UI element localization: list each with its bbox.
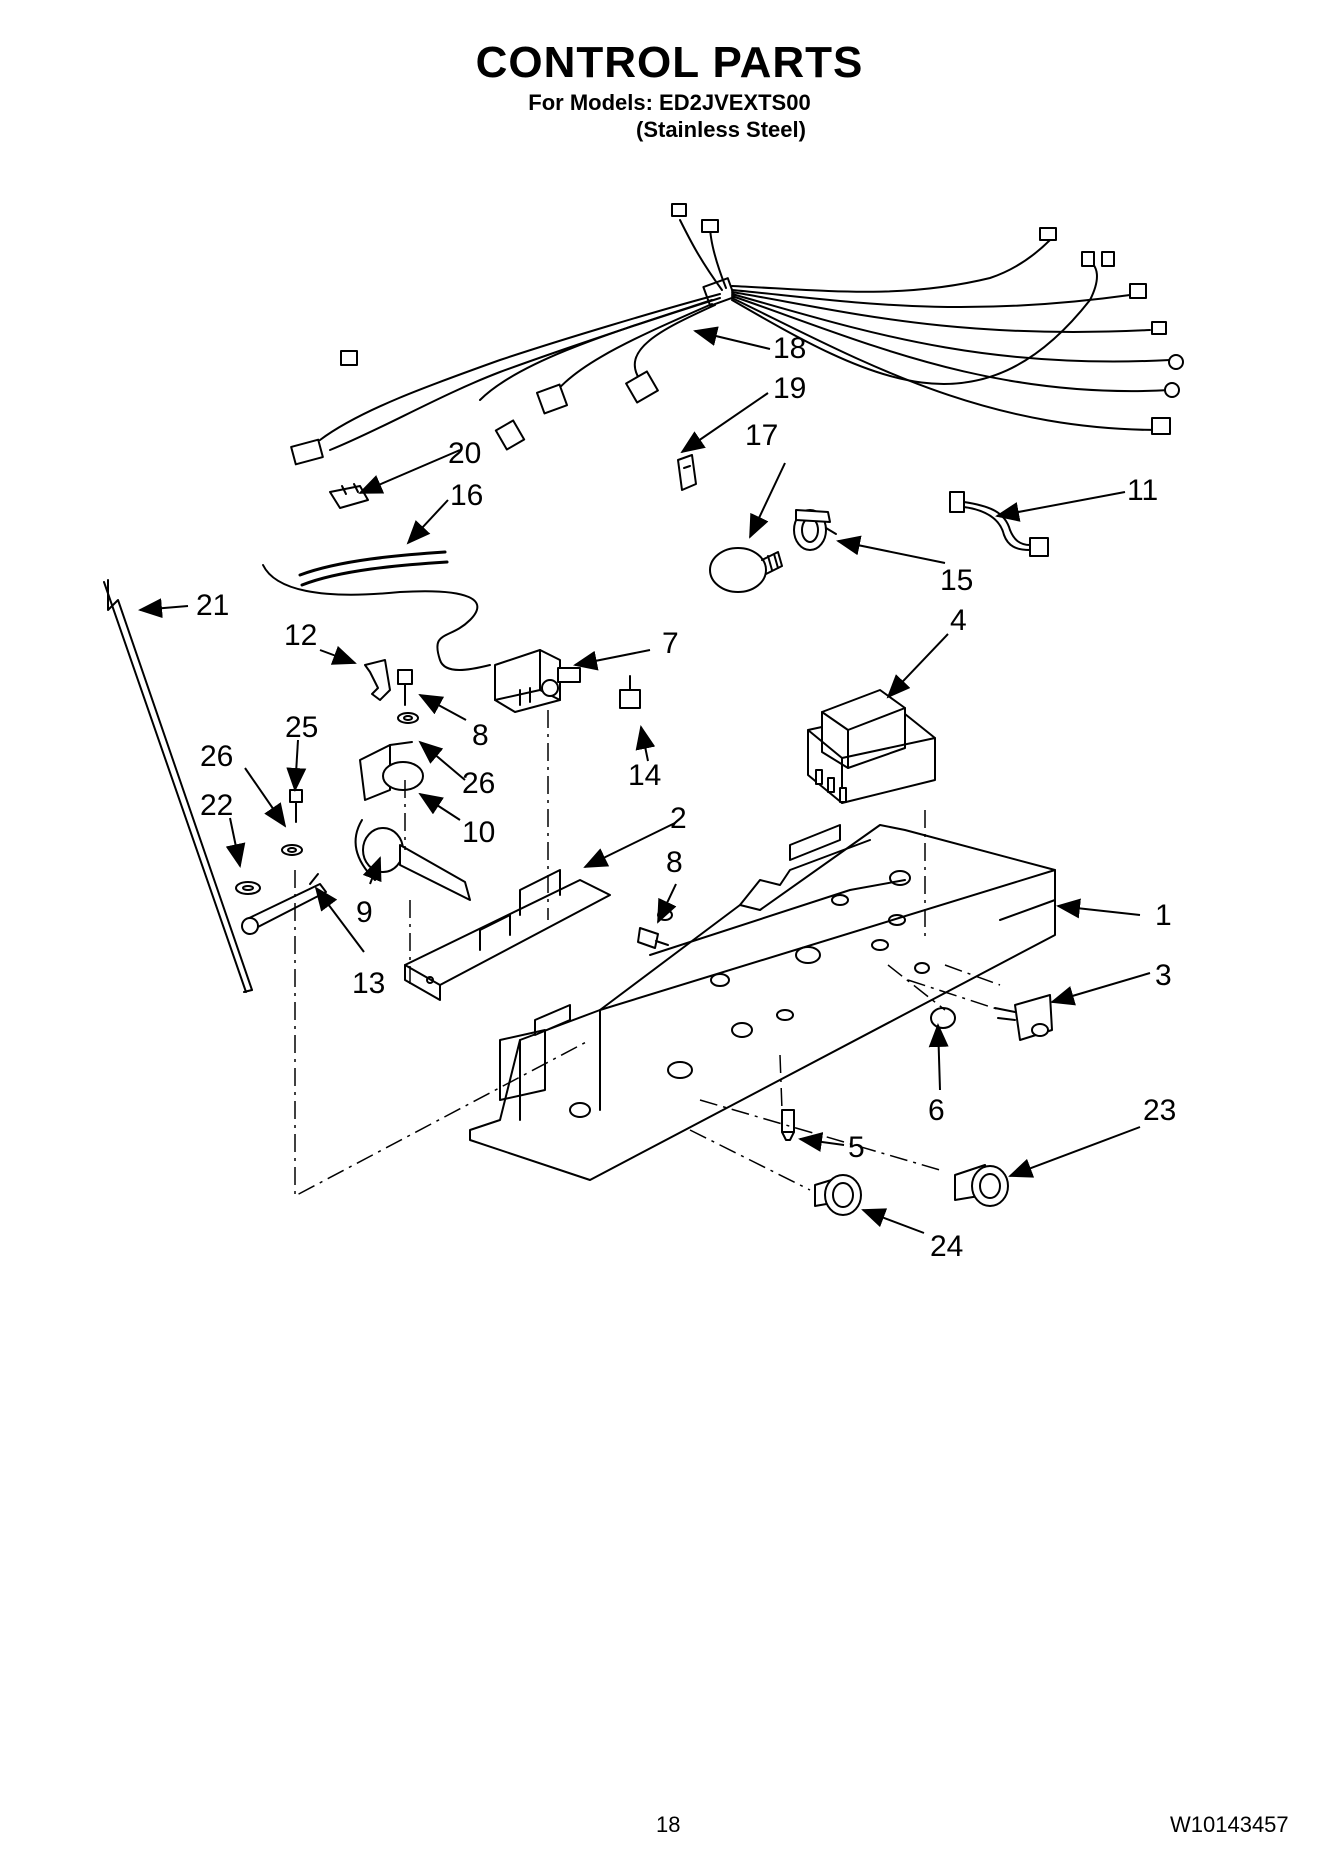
page-number: 18	[656, 1812, 681, 1837]
arm-part-13	[241, 873, 327, 935]
callout-16: 16	[450, 479, 483, 512]
callout-9: 9	[356, 896, 373, 929]
callout-2: 2	[670, 802, 687, 835]
light-bulb-part-17	[709, 547, 783, 593]
wire-jumper-part-11	[949, 491, 1049, 557]
callout-11: 11	[1127, 474, 1158, 507]
callout-21: 21	[196, 589, 229, 622]
callout-18: 18	[773, 332, 806, 365]
finish-line: (Stainless Steel)	[636, 117, 806, 142]
wiring-harness-part-18	[290, 203, 1184, 466]
callout-numbers: 1 2 3 4 5 6 7 8 8 9 10 11 12 13 14 15 16…	[196, 332, 1176, 1263]
callout-24: 24	[930, 1230, 963, 1263]
bracket-part-10	[359, 741, 424, 801]
washer-part-26-lower	[281, 844, 303, 856]
callout-3: 3	[1155, 959, 1172, 992]
callout-6: 6	[928, 1094, 945, 1127]
transformer-part-4	[807, 689, 936, 804]
callout-23: 23	[1143, 1094, 1176, 1127]
callout-12: 12	[284, 619, 317, 652]
callout-17: 17	[745, 419, 778, 452]
callout-5: 5	[848, 1131, 865, 1164]
callout-26-lower: 26	[200, 740, 233, 773]
callout-15: 15	[940, 564, 973, 597]
callout-25: 25	[285, 711, 318, 744]
callout-7: 7	[662, 627, 679, 660]
screw-part-14	[619, 675, 641, 709]
rod-part-21	[103, 579, 253, 993]
screw-part-5	[781, 1109, 795, 1141]
temperature-control-part-7	[262, 564, 581, 713]
callout-19: 19	[773, 372, 806, 405]
callout-20: 20	[448, 437, 481, 470]
washer-part-22	[235, 881, 261, 895]
clip-part-12	[364, 659, 391, 701]
light-lens-part-24	[814, 1174, 862, 1216]
screw-part-25	[289, 789, 303, 823]
callout-8-upper: 8	[472, 719, 489, 752]
light-lens-part-23	[954, 1164, 1009, 1207]
callout-4: 4	[950, 604, 967, 637]
lamp-socket-part-15	[793, 509, 837, 551]
assembly-dashed-lines	[294, 710, 1001, 1198]
callout-8-lower: 8	[666, 846, 683, 879]
model-line: For Models: ED2JVEXTS00	[528, 90, 811, 115]
mounting-bracket-part-2	[404, 869, 611, 1001]
screw-part-8-upper	[397, 669, 413, 706]
clip-part-20	[329, 483, 369, 509]
control-shaft-part-9	[354, 819, 471, 901]
callout-22: 22	[200, 789, 233, 822]
callout-13: 13	[352, 967, 385, 1000]
callout-1: 1	[1155, 899, 1172, 932]
callout-10: 10	[462, 816, 495, 849]
washer-part-26-upper	[397, 712, 419, 724]
document-number: W10143457	[1170, 1812, 1289, 1837]
leader-arrows	[138, 326, 1151, 1234]
callout-14: 14	[628, 759, 661, 792]
page-title: CONTROL PARTS	[475, 38, 864, 87]
callout-26-upper: 26	[462, 767, 495, 800]
button-part-6	[930, 1007, 956, 1029]
control-housing-part-1	[469, 824, 1056, 1181]
screw-part-8-lower	[637, 927, 669, 949]
sensor-tube-part-16	[298, 550, 449, 587]
clip-part-19	[677, 454, 697, 491]
switch-part-3	[994, 994, 1053, 1041]
